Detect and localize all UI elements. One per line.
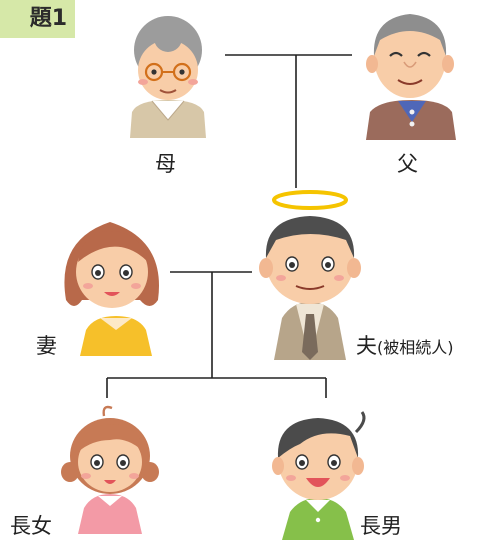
label-wife: 妻 [36, 334, 57, 358]
mother-avatar [130, 16, 206, 138]
label-husband-name: 夫 [356, 334, 377, 358]
son-avatar [272, 411, 366, 540]
father-avatar [366, 14, 456, 140]
wife-avatar [64, 222, 159, 356]
connector-lines [106, 54, 352, 398]
question-title: 題1 [0, 0, 75, 38]
label-mother: 母 [155, 152, 176, 176]
label-father: 父 [397, 152, 418, 176]
label-daughter: 長女 [10, 514, 52, 538]
husband-avatar [259, 216, 361, 360]
halo-icon [272, 190, 348, 210]
label-husband: 夫(被相続人) [356, 330, 454, 360]
label-son: 長男 [360, 514, 402, 538]
label-husband-note: (被相続人) [377, 338, 454, 357]
daughter-avatar [61, 405, 159, 534]
